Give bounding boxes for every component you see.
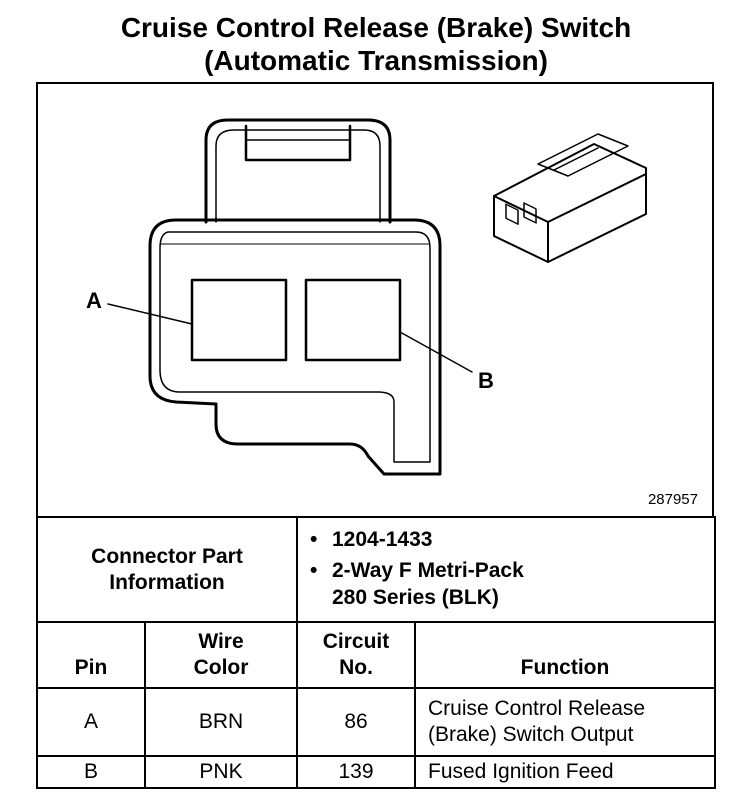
connector-isometric-view [493, 133, 647, 263]
connector-drawing [107, 118, 647, 476]
connector-diagram: A B 287957 [36, 82, 714, 518]
connector-info-details: 1204-1433 2-Way F Metri-Pack 280 Series … [296, 516, 716, 623]
table-row: B PNK 139 Fused Ignition Feed [36, 755, 716, 789]
connector-info-label: Connector Part Information [36, 516, 298, 623]
function-cell: Fused Ignition Feed [414, 755, 716, 789]
terminal-cavity-a [190, 278, 288, 362]
circuit-cell: 86 [296, 687, 416, 757]
pin-a-leader [107, 303, 193, 325]
pinout-table: Connector Part Information 1204-1433 2-W… [36, 516, 716, 789]
diagram-title: Cruise Control Release (Brake) Switch [120, 12, 632, 43]
pin-cell: B [36, 755, 146, 789]
figure-number: 287957 [647, 491, 698, 508]
pin-b-leader [399, 331, 473, 373]
table-header-row: Pin Wire Color Circuit No. Function [36, 621, 716, 689]
connector-body-outline [148, 218, 442, 476]
wire-color-cell: BRN [144, 687, 298, 757]
table-row: A BRN 86 Cruise Control Release (Brake) … [36, 687, 716, 757]
connector-info-row: Connector Part Information 1204-1433 2-W… [36, 516, 716, 623]
connector-part-number: 1204-1433 [310, 526, 714, 553]
connector-latch [204, 118, 392, 224]
terminal-cavity-b [304, 278, 402, 362]
pin-a-label: A [86, 288, 102, 313]
header-circuit: Circuit No. [296, 621, 416, 689]
connector-type: 2-Way F Metri-Pack 280 Series (BLK) [310, 557, 714, 611]
pin-cell: A [36, 687, 146, 757]
header-wire-color: Wire Color [144, 621, 298, 689]
header-pin: Pin [36, 621, 146, 689]
diagram-subtitle: (Automatic Transmission) [204, 45, 548, 76]
circuit-cell: 139 [296, 755, 416, 789]
header-function: Function [414, 621, 716, 689]
pin-b-label: B [478, 368, 494, 393]
function-cell: Cruise Control Release (Brake) Switch Ou… [414, 687, 716, 757]
wire-color-cell: PNK [144, 755, 298, 789]
